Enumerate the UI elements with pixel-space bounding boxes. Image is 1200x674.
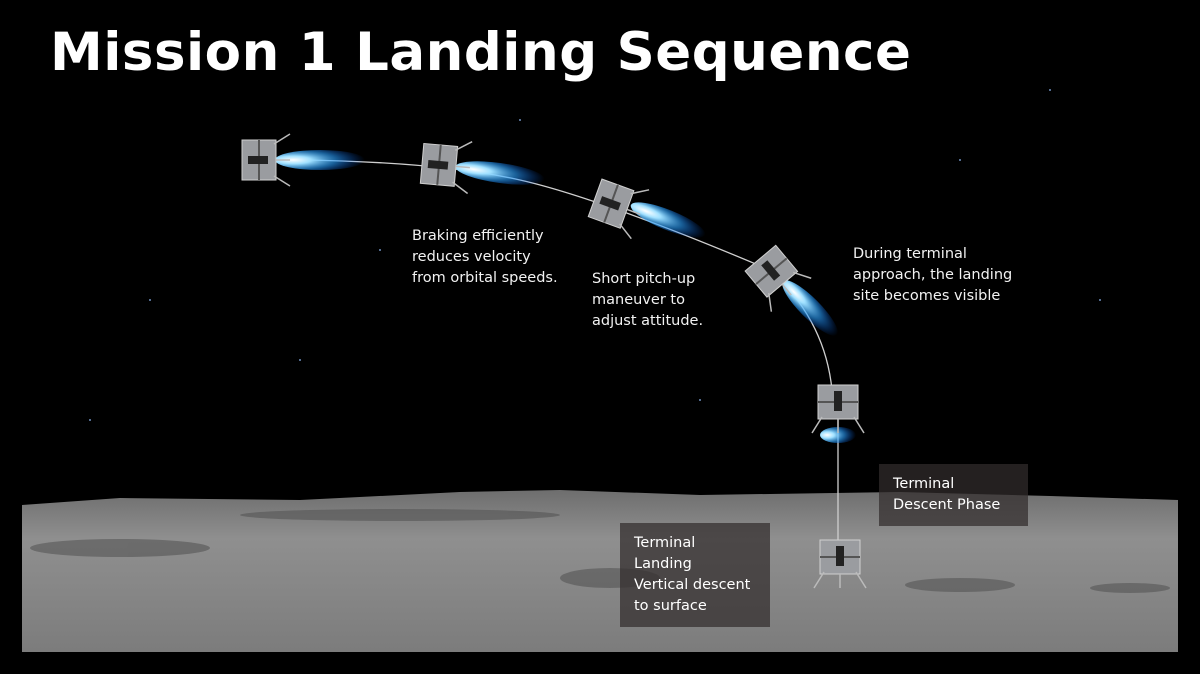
label-terminal-landing: Terminal Landing Vertical descent to sur… xyxy=(620,523,770,627)
label-terminal-descent: Terminal Descent Phase xyxy=(879,464,1028,526)
lander-4 xyxy=(739,240,838,336)
lander-1 xyxy=(241,133,365,187)
caption-braking: Braking efficiently reduces velocity fro… xyxy=(412,228,558,286)
lander-2 xyxy=(419,136,545,195)
caption-pitch-up: Short pitch-up maneuver to adjust attitu… xyxy=(592,271,704,329)
page-title: Mission 1 Landing Sequence xyxy=(50,22,912,83)
stars xyxy=(89,89,1101,421)
caption-terminal-approach: During terminal approach, the landing si… xyxy=(853,246,1013,304)
lander-3 xyxy=(585,172,706,240)
lander-5 xyxy=(811,384,865,443)
trajectory-line xyxy=(299,159,839,540)
